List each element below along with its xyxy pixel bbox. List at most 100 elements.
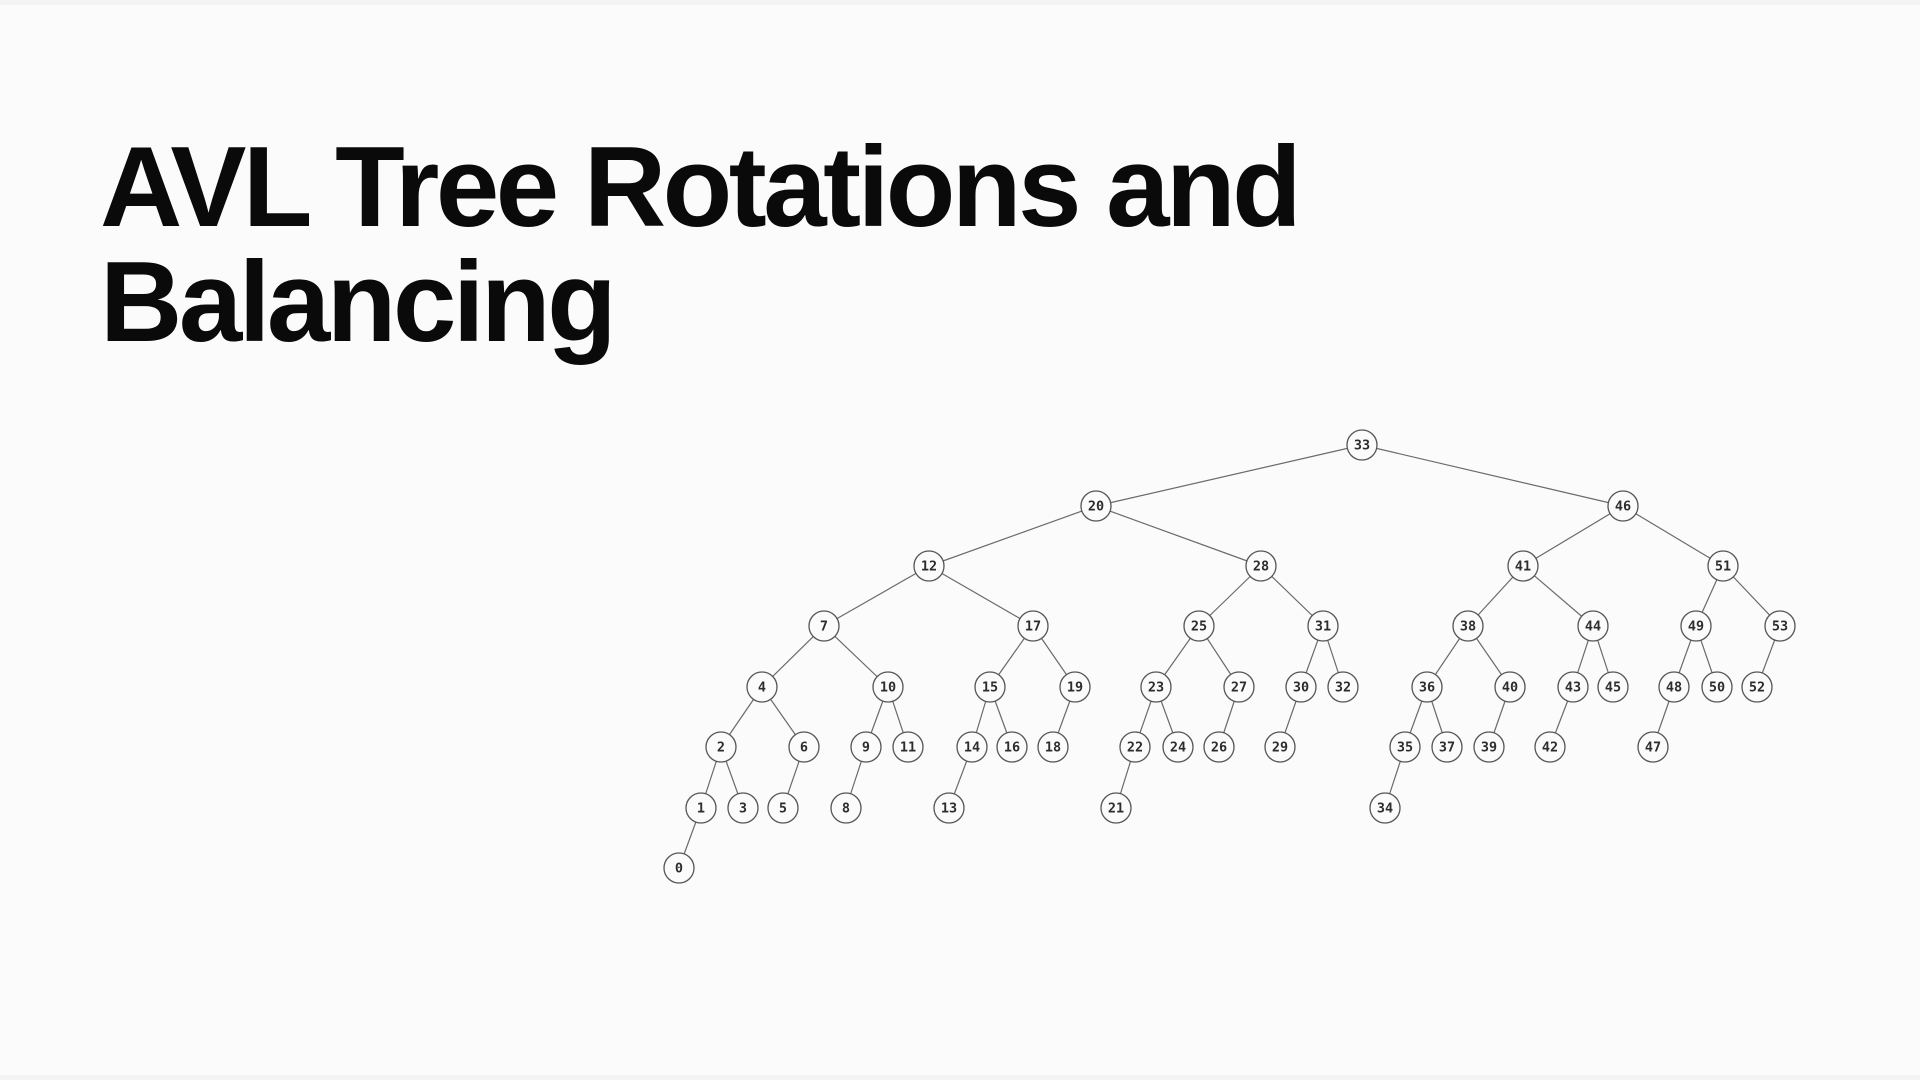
tree-node-circle-17 [1017,610,1049,642]
tree-node-label-30: 30 [1293,680,1309,696]
tree-node-label-53: 53 [1772,619,1788,635]
tree-node-32: 32 [1327,671,1359,703]
tree-node-label-27: 27 [1231,680,1247,696]
tree-node-1: 1 [685,792,717,824]
tree-node-9: 9 [850,731,882,763]
tree-node-25: 25 [1183,610,1215,642]
tree-node-0: 0 [663,852,695,884]
top-edge-strip [0,0,1920,5]
tree-node-label-8: 8 [842,801,850,817]
tree-node-label-46: 46 [1615,499,1631,515]
tree-node-circle-52 [1741,671,1773,703]
tree-node-circle-1 [685,792,717,824]
tree-node-label-24: 24 [1170,740,1186,756]
tree-node-43: 43 [1557,671,1589,703]
tree-node-label-42: 42 [1542,740,1558,756]
tree-node-circle-2 [705,731,737,763]
tree-edge-20-28 [1095,505,1262,567]
tree-node-circle-11 [892,731,924,763]
tree-node-circle-29 [1264,731,1296,763]
tree-node-circle-26 [1203,731,1235,763]
tree-node-49: 49 [1680,610,1712,642]
tree-node-label-43: 43 [1565,680,1581,696]
tree-node-label-33: 33 [1354,438,1370,454]
tree-node-circle-49 [1680,610,1712,642]
tree-node-8: 8 [830,792,862,824]
bottom-edge-strip [0,1075,1920,1080]
tree-node-7: 7 [808,610,840,642]
tree-node-15: 15 [974,671,1006,703]
tree-node-label-10: 10 [880,680,896,696]
tree-node-48: 48 [1658,671,1690,703]
tree-node-40: 40 [1494,671,1526,703]
tree-node-circle-19 [1059,671,1091,703]
tree-node-label-32: 32 [1335,680,1351,696]
tree-node-29: 29 [1264,731,1296,763]
tree-node-51: 51 [1707,550,1739,582]
tree-node-14: 14 [956,731,988,763]
tree-node-label-31: 31 [1315,619,1331,635]
page-title-line-2: Balancing [100,239,617,367]
tree-node-circle-36 [1411,671,1443,703]
tree-node-circle-18 [1037,731,1069,763]
tree-node-label-3: 3 [739,801,747,817]
tree-node-circle-47 [1637,731,1669,763]
tree-node-label-21: 21 [1108,801,1124,817]
tree-node-36: 36 [1411,671,1443,703]
tree-node-circle-4 [746,671,778,703]
tree-node-circle-27 [1223,671,1255,703]
tree-node-28: 28 [1245,550,1277,582]
tree-node-label-15: 15 [982,680,998,696]
tree-node-circle-14 [956,731,988,763]
tree-node-52: 52 [1741,671,1773,703]
tree-node-circle-43 [1557,671,1589,703]
tree-node-label-16: 16 [1004,740,1020,756]
tree-node-label-47: 47 [1645,740,1661,756]
tree-node-circle-46 [1607,490,1639,522]
tree-node-label-22: 22 [1127,740,1143,756]
tree-node-circle-38 [1452,610,1484,642]
tree-node-12: 12 [913,550,945,582]
tree-node-44: 44 [1577,610,1609,642]
tree-node-circle-51 [1707,550,1739,582]
tree-node-label-35: 35 [1397,740,1413,756]
tree-edge-33-46 [1361,444,1624,507]
tree-node-21: 21 [1100,792,1132,824]
tree-node-circle-24 [1162,731,1194,763]
tree-node-circle-12 [913,550,945,582]
tree-node-41: 41 [1507,550,1539,582]
tree-node-circle-0 [663,852,695,884]
tree-node-label-20: 20 [1088,499,1104,515]
tree-node-circle-40 [1494,671,1526,703]
tree-node-27: 27 [1223,671,1255,703]
tree-node-label-29: 29 [1272,740,1288,756]
tree-node-circle-48 [1658,671,1690,703]
tree-node-circle-13 [933,792,965,824]
tree-node-label-45: 45 [1605,680,1621,696]
tree-node-38: 38 [1452,610,1484,642]
tree-node-circle-9 [850,731,882,763]
tree-node-circle-7 [808,610,840,642]
tree-node-circle-6 [788,731,820,763]
tree-node-circle-23 [1140,671,1172,703]
tree-node-33: 33 [1346,429,1378,461]
tree-node-label-49: 49 [1688,619,1704,635]
tree-node-35: 35 [1389,731,1421,763]
tree-node-20: 20 [1080,490,1112,522]
tree-node-45: 45 [1597,671,1629,703]
tree-node-circle-53 [1764,610,1796,642]
tree-node-label-5: 5 [779,801,787,817]
tree-node-label-41: 41 [1515,559,1531,575]
tree-node-17: 17 [1017,610,1049,642]
tree-node-label-4: 4 [758,680,766,696]
tree-node-circle-35 [1389,731,1421,763]
tree-node-42: 42 [1534,731,1566,763]
tree-node-label-0: 0 [675,861,683,877]
tree-node-circle-3 [727,792,759,824]
tree-node-4: 4 [746,671,778,703]
tree-node-circle-30 [1285,671,1317,703]
tree-node-label-40: 40 [1502,680,1518,696]
tree-node-34: 34 [1369,792,1401,824]
tree-node-label-13: 13 [941,801,957,817]
